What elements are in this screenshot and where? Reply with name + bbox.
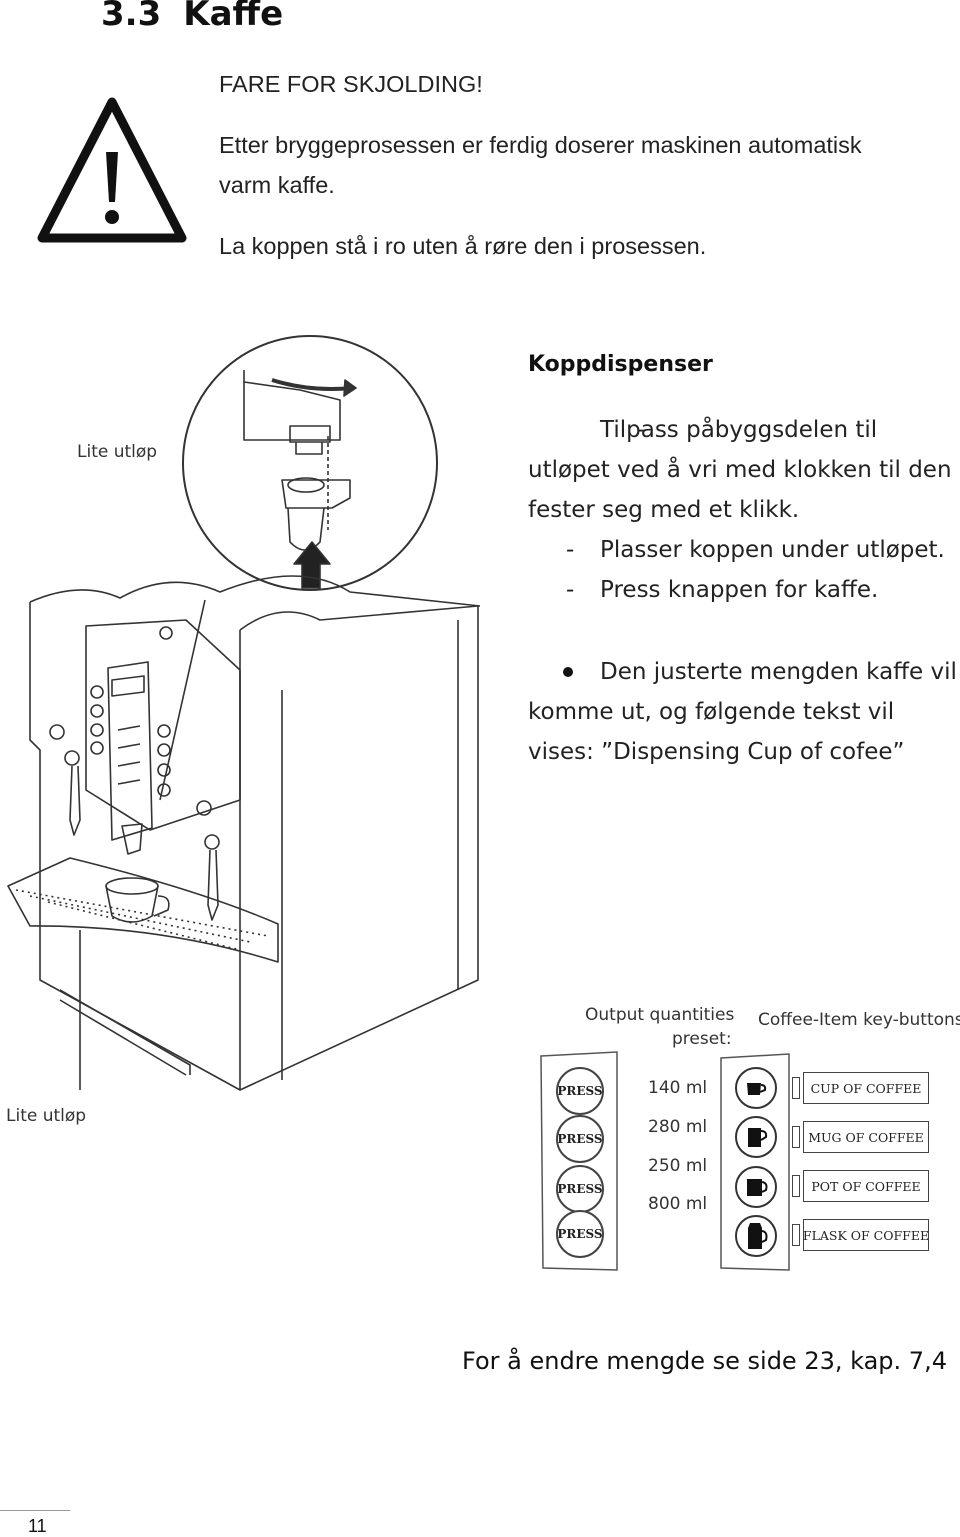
press-button[interactable]: PRESS xyxy=(556,1067,604,1115)
page-divider xyxy=(0,1510,70,1511)
warning-text-line: Etter bryggeprosessen er ferdig doserer … xyxy=(219,132,862,158)
press-button[interactable]: PRESS xyxy=(556,1165,604,1213)
section-number: 3.3 xyxy=(101,0,162,34)
key-label-pot[interactable]: POT OF COFFEE xyxy=(803,1170,929,1202)
coffee-machine-illustration xyxy=(7,335,481,1091)
indicator-slot xyxy=(792,1175,800,1197)
preset-quantity: 280 ml xyxy=(648,1117,708,1137)
instruction-step: Press knappen for kaffe. xyxy=(528,570,960,610)
outlet-label-top: Lite utløp xyxy=(77,442,158,462)
instruction-note: Den justerte mengden kaffe vil komme ut,… xyxy=(528,659,957,765)
warning-triangle-icon xyxy=(37,97,187,243)
flask-icon[interactable] xyxy=(734,1214,778,1258)
instruction-title: Koppdispenser xyxy=(528,352,713,377)
output-quantities-heading: Output quantities xyxy=(585,1005,735,1025)
bullet-dot xyxy=(563,667,573,677)
key-label-cup[interactable]: CUP OF COFFEE xyxy=(803,1072,929,1104)
preset-quantity: 140 ml xyxy=(648,1078,708,1098)
indicator-slot xyxy=(792,1224,800,1246)
warning-text-line: La koppen stå i ro uten å røre den i pro… xyxy=(219,233,707,259)
section-heading: 3.3 Kaffe xyxy=(101,0,283,34)
key-label-flask[interactable]: FLASK OF COFFEE xyxy=(803,1219,929,1251)
press-button[interactable]: PRESS xyxy=(556,1210,604,1258)
output-quantities-heading-2: preset: xyxy=(672,1029,732,1049)
instruction-step: Tilpass påbyggsdelen til utløpet ved å v… xyxy=(528,410,960,530)
coffee-keys-heading: Coffee-Item key-buttons: xyxy=(758,1010,960,1030)
cup-icon[interactable] xyxy=(734,1066,778,1110)
mug-icon[interactable] xyxy=(734,1115,778,1159)
pot-icon[interactable] xyxy=(734,1165,778,1209)
press-button[interactable]: PRESS xyxy=(556,1115,604,1163)
preset-quantity: 800 ml xyxy=(648,1194,708,1214)
indicator-slot xyxy=(792,1126,800,1148)
instruction-list: Tilpass påbyggsdelen til utløpet ved å v… xyxy=(528,410,960,610)
control-panel-frame xyxy=(540,1051,790,1271)
instruction-step: Plasser koppen under utløpet. xyxy=(528,530,960,570)
section-title: Kaffe xyxy=(183,0,284,34)
outlet-label-bottom: Lite utløp xyxy=(6,1106,87,1126)
indicator-slot xyxy=(792,1077,800,1099)
preset-quantity: 250 ml xyxy=(648,1156,708,1176)
warning-heading: FARE FOR SKJOLDING! xyxy=(219,71,483,97)
warning-text-line: varm kaffe. xyxy=(219,172,335,198)
footer-reference: For å endre mengde se side 23, kap. 7,4 xyxy=(462,1347,947,1375)
key-label-mug[interactable]: MUG OF COFFEE xyxy=(803,1121,929,1153)
page-number: 11 xyxy=(28,1516,47,1536)
